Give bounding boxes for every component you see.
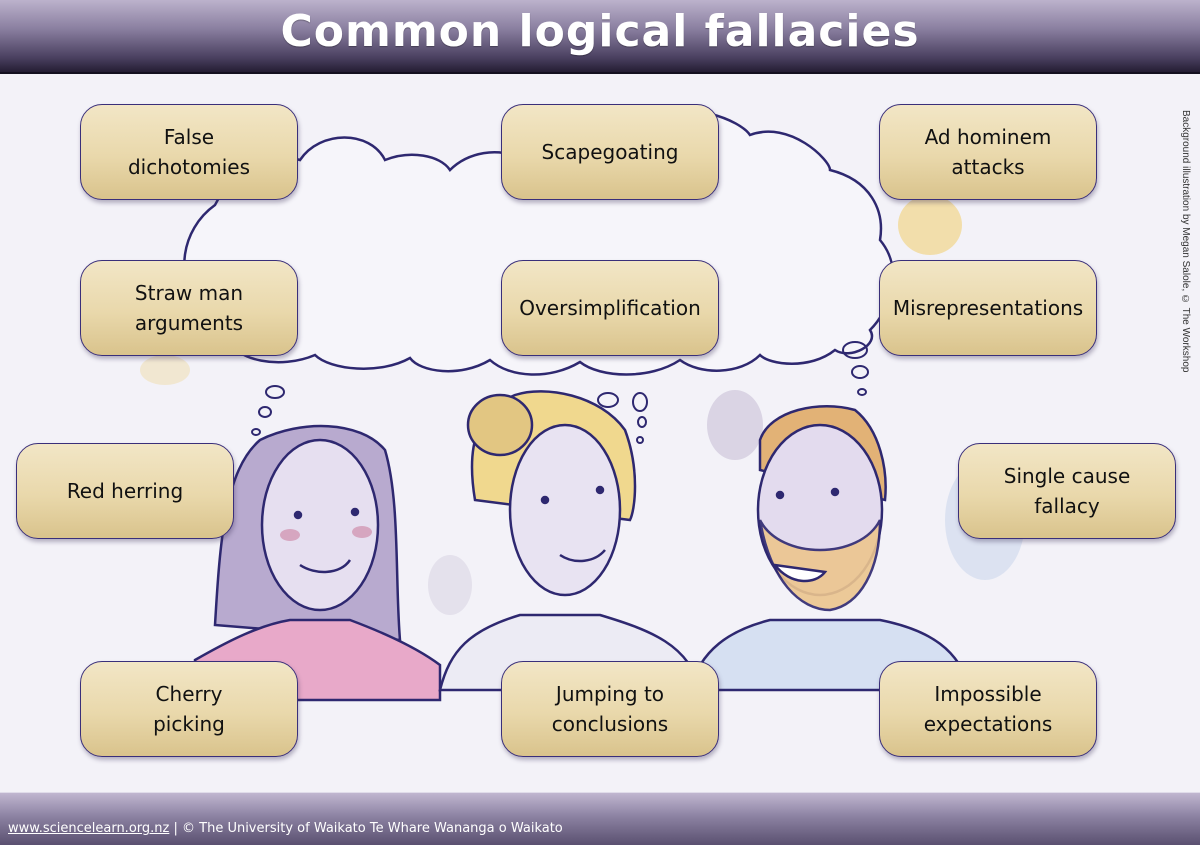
watercolor-blob-purple (707, 390, 763, 460)
fallacy-box-cherry-picking: Cherry picking (80, 661, 298, 757)
fallacy-box-scapegoating: Scapegoating (501, 104, 719, 200)
fallacy-box-red-herring: Red herring (16, 443, 234, 539)
fallacy-label: False dichotomies (127, 125, 250, 179)
watercolor-blob-peach (140, 355, 190, 385)
fallacy-label: Misrepresentations (892, 296, 1084, 320)
fallacy-label: Oversimplification (519, 296, 701, 320)
footer-bar: www.sciencelearn.org.nz | © The Universi… (0, 792, 1200, 845)
fallacy-label: Red herring (66, 479, 184, 503)
footer-text: www.sciencelearn.org.nz | © The Universi… (8, 821, 563, 836)
fallacy-box-false-dichotomies: False dichotomies (80, 104, 298, 200)
fallacy-box-impossible-expectations: Impossible expectations (879, 661, 1097, 757)
header-bar: Common logical fallacies (0, 0, 1200, 74)
fallacy-label: Impossible expectations (923, 682, 1053, 736)
fallacy-label: Jumping to conclusions (551, 682, 669, 736)
fallacy-box-ad-hominem-attacks: Ad hominem attacks (879, 104, 1097, 200)
person-center-illustration (438, 390, 702, 692)
person-left-illustration (193, 424, 442, 702)
fallacy-label: Ad hominem attacks (924, 125, 1052, 179)
fallacy-label: Scapegoating (541, 140, 679, 164)
footer-separator: | (169, 821, 182, 836)
fallacy-box-single-cause-fallacy: Single cause fallacy (958, 443, 1176, 539)
fallacy-label: Single cause fallacy (1003, 464, 1131, 518)
page-title: Common logical fallacies (280, 6, 920, 57)
watercolor-blob-lilac (428, 555, 472, 615)
fallacy-box-misrepresentations: Misrepresentations (879, 260, 1097, 356)
fallacy-box-straw-man-arguments: Straw man arguments (80, 260, 298, 356)
footer-copyright: © The University of Waikato Te Whare Wan… (182, 821, 563, 836)
fallacy-label: Straw man arguments (134, 281, 244, 335)
watercolor-blob-yellow (898, 195, 962, 255)
fallacy-box-oversimplification: Oversimplification (501, 260, 719, 356)
illustration-credit: Background illustration by Megan Salole,… (1180, 110, 1191, 373)
fallacy-label: Cherry picking (153, 682, 225, 736)
sciencelearn-link[interactable]: www.sciencelearn.org.nz (8, 821, 170, 836)
fallacy-box-jumping-to-conclusions: Jumping to conclusions (501, 661, 719, 757)
thought-bubbles (251, 341, 869, 444)
